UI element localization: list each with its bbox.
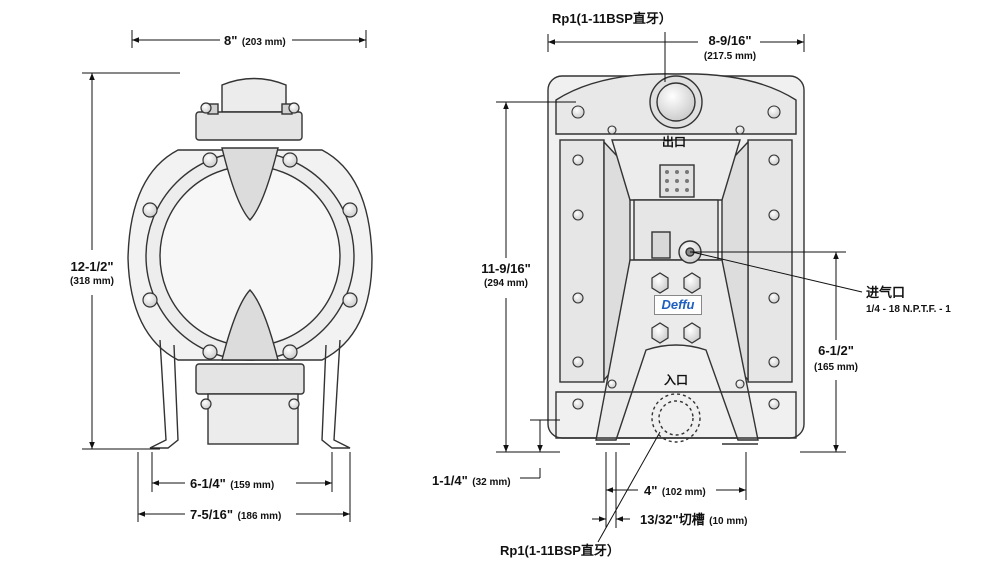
air-inlet-name: 进气口 [866,285,906,300]
front-lower-height-value: 6-1/2" [818,343,854,358]
front-view [547,73,805,445]
front-view-dimensions [496,32,863,543]
inlet-thread-label: Rp1(1-11BSP直牙） [500,543,620,558]
side-base-outer-label: 7-5/16" (186 mm) [190,507,281,523]
front-height-value: 11-9/16" [481,261,531,276]
front-height-label: 11-9/16" (294 mm) [474,262,538,289]
side-width-value: 8" [224,33,238,48]
side-base-inner-label: 6-1/4" (159 mm) [190,476,274,492]
side-width-mm: (203 mm) [241,37,286,48]
side-width-label: 8" (203 mm) [224,33,286,49]
side-height-mm: (318 mm) [70,276,114,287]
inlet-label: 入口 [664,373,689,387]
side-base-inner-mm: (159 mm) [230,480,275,491]
front-lower-height-mm: (165 mm) [814,362,858,373]
side-base-inner-value: 6-1/4" [190,476,226,491]
foot-spacing-label: 4" (102 mm) [644,483,706,499]
foot-spacing-mm: (102 mm) [661,487,706,498]
foot-height-label: 1-1/4" (32 mm) [432,473,511,489]
outlet-label: 出口 [662,135,687,149]
slot-label: 13/32"切槽 (10 mm) [640,512,748,528]
side-height-value: 12-1/2" [70,259,114,274]
foot-spacing-value: 4" [644,483,658,498]
side-view-dimensions [82,30,367,522]
air-inlet-thread: 1/4 - 18 N.P.T.F. - 1 [866,304,951,315]
side-view [127,77,373,449]
foot-height-mm: (32 mm) [472,477,511,488]
front-width-value: 8-9/16" [708,33,752,48]
air-inlet-label: 进气口 1/4 - 18 N.P.T.F. - 1 [866,286,951,315]
outlet-thread-label: Rp1(1-11BSP直牙） [552,11,672,26]
front-lower-height-label: 6-1/2" (165 mm) [806,344,866,373]
side-base-outer-mm: (186 mm) [237,511,282,522]
side-height-label: 12-1/2" (318 mm) [60,260,124,287]
brand-logo: Deffu [654,295,702,315]
front-width-label: 8-9/16" (217.5 mm) [700,34,760,62]
front-width-mm: (217.5 mm) [703,51,757,62]
side-base-outer-value: 7-5/16" [190,507,234,522]
front-height-mm: (294 mm) [484,278,528,289]
foot-height-value: 1-1/4" [432,473,468,488]
slot-value: 13/32"切槽 [640,512,705,527]
slot-mm: (10 mm) [709,516,748,527]
